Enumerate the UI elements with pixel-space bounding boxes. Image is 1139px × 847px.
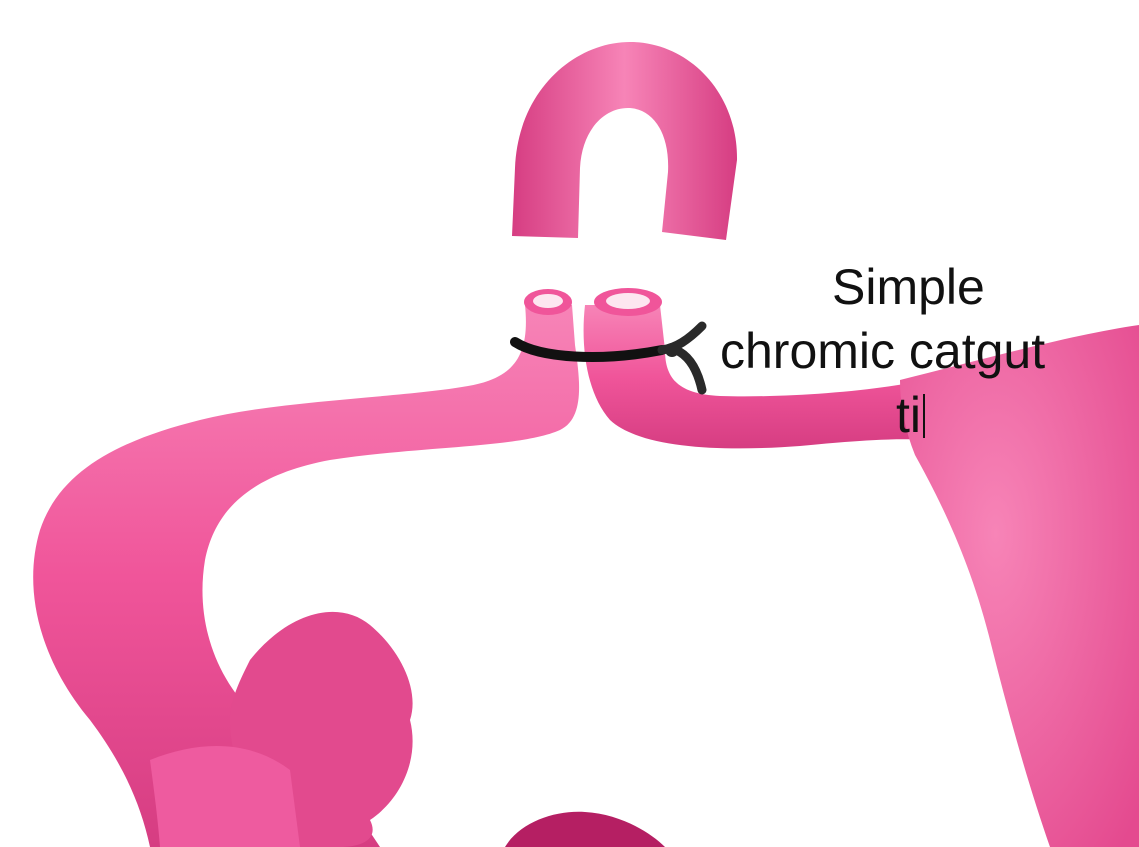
excised-tube-segment — [512, 42, 737, 240]
left-fallopian-tube — [33, 289, 579, 847]
uterus — [900, 325, 1139, 847]
annotation-line-3-text: ti — [896, 387, 921, 443]
annotation-line-2: chromic catgut — [720, 326, 1045, 376]
annotation-line-3[interactable]: ti — [896, 390, 925, 440]
ovary — [505, 812, 665, 847]
annotation-line-1: Simple — [832, 262, 985, 312]
text-cursor — [923, 394, 925, 438]
